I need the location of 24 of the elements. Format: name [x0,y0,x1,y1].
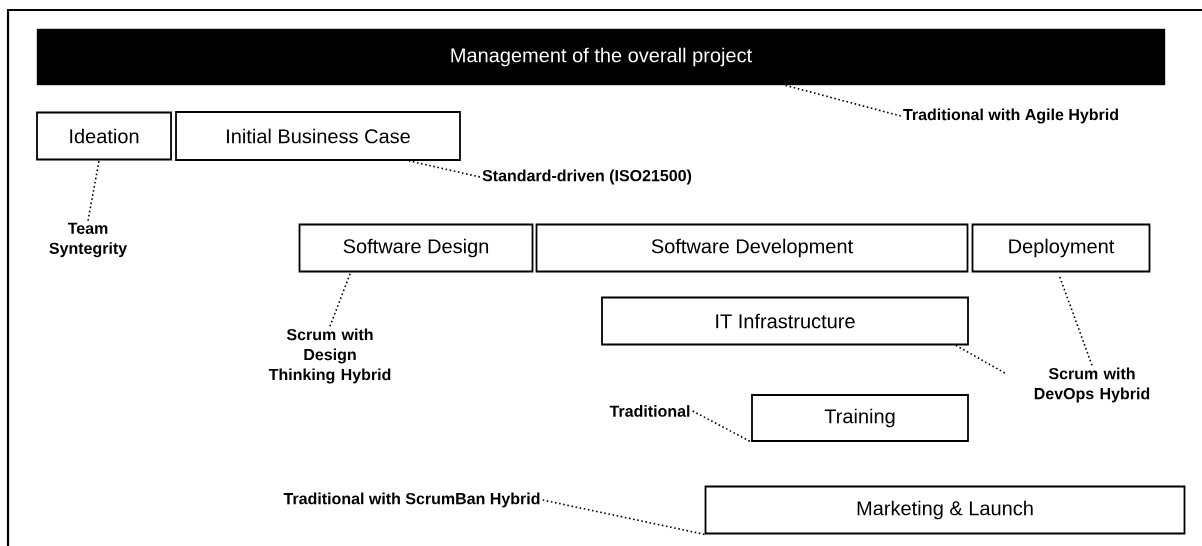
leader-line [1058,275,1093,367]
method-label: Traditional with Agile Hybrid [903,108,1118,124]
header-bar: Management of the overall project [36,28,1166,86]
leader-line [87,159,100,222]
leader-line [408,160,481,178]
process-box: Training [751,394,969,442]
leader-line [955,344,1006,374]
method-label: Team Syntegrity [49,222,128,258]
leader-line [784,84,902,117]
process-box: Software Development [535,223,969,273]
method-label: Traditional with ScrumBan Hybrid [283,492,540,508]
leader-line [541,499,706,536]
process-box: IT Infrastructure [601,296,969,346]
process-box: Initial Business Case [175,111,461,161]
leader-line [691,410,752,443]
process-box: Software Design [298,223,534,273]
method-label: Standard-driven (ISO21500) [482,169,692,185]
method-label: Traditional [609,405,690,417]
method-label: Scrum with DevOps Hybrid [1034,367,1150,403]
process-box: Deployment [971,223,1151,273]
method-label: Scrum with Design Thinking Hybrid [268,328,391,384]
process-box: Ideation [36,111,172,161]
leader-line [329,271,352,328]
process-box: Marketing & Launch [704,485,1186,535]
